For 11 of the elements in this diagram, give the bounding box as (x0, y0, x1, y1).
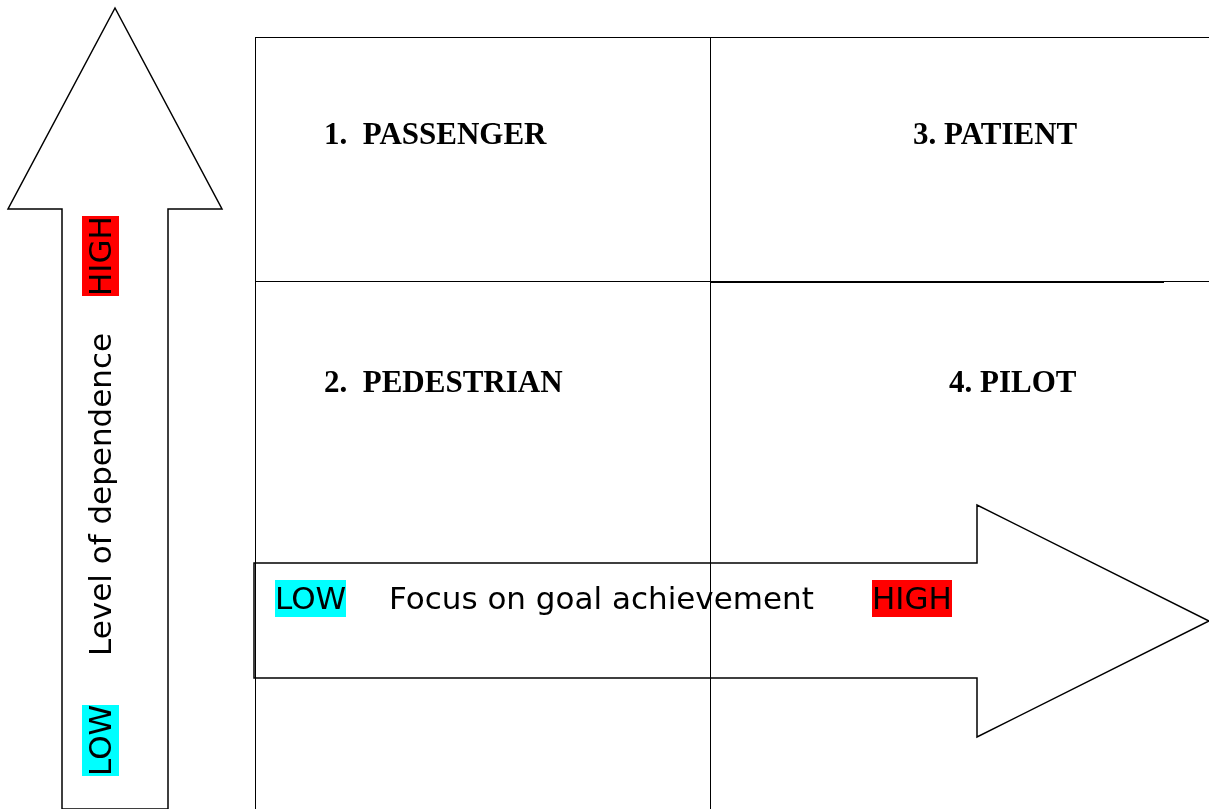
level-badge: HIGH (82, 216, 120, 296)
quadrant-cell (710, 37, 1209, 282)
quadrant-title: 4. PILOT (949, 366, 1077, 397)
quadrant-cell (255, 37, 711, 282)
level-badge: HIGH (872, 580, 952, 618)
quadrant-title: 2. PEDESTRIAN (324, 366, 563, 397)
axis-label: Level of dependence (82, 332, 119, 656)
level-badge: LOW (82, 704, 120, 776)
quadrant-title: 3. PATIENT (913, 118, 1078, 149)
level-badge: LOW (275, 580, 347, 618)
quadrant-title: 1. PASSENGER (324, 118, 547, 149)
